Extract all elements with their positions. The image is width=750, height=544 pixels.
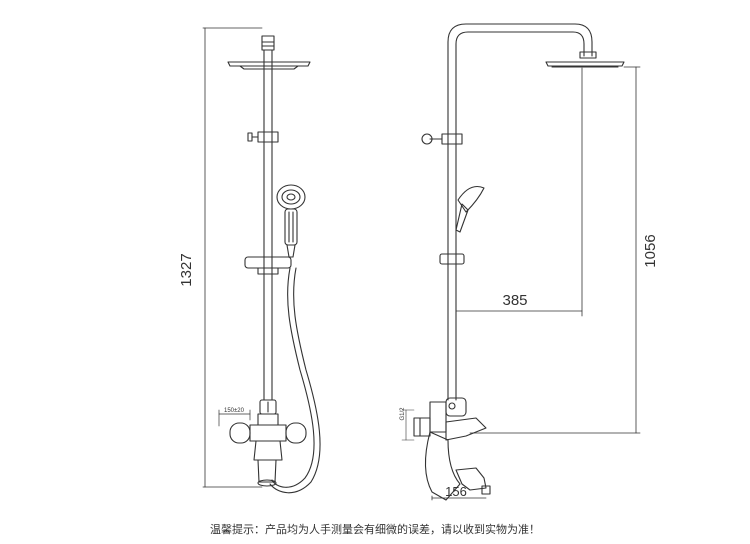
side-view: [401, 23, 641, 501]
footer-note: 温馨提示：产品均为人手测量会有细微的误差，请以收到实物为准！: [210, 523, 540, 536]
front-hose: [269, 267, 321, 494]
side-slide-holder: [439, 253, 465, 265]
total-height-label: 1327: [178, 253, 195, 286]
head-height-label: 1056: [642, 234, 659, 267]
side-hand-shower: [455, 185, 485, 233]
outlet-thread-label: G1/2: [400, 407, 406, 421]
side-riser-and-arm: [447, 23, 593, 401]
front-mixer-valve: [229, 399, 307, 487]
front-diverter-knob: [247, 131, 279, 143]
arm-reach-label: 385: [502, 292, 527, 309]
front-rain-shower-head: [227, 35, 311, 70]
total-height-dimension-lines: [202, 27, 263, 488]
center-distance-label: 150±20: [224, 408, 245, 414]
spout-length-dimension: [431, 495, 487, 501]
front-view: [202, 27, 321, 494]
front-slide-holder: [244, 256, 292, 275]
side-rain-shower-head: [545, 51, 625, 68]
front-hand-shower: [276, 184, 306, 258]
center-distance-dimension: [218, 409, 251, 427]
arm-reach-dimension-lines: [455, 67, 583, 317]
side-mixer-valve: [413, 397, 491, 501]
outlet-dimension-ticks: [401, 409, 415, 441]
spout-length-label: 156: [445, 484, 467, 499]
side-diverter-knob: [421, 133, 463, 145]
front-riser-pipe: [263, 49, 273, 401]
head-height-dimension-lines: [469, 66, 641, 434]
